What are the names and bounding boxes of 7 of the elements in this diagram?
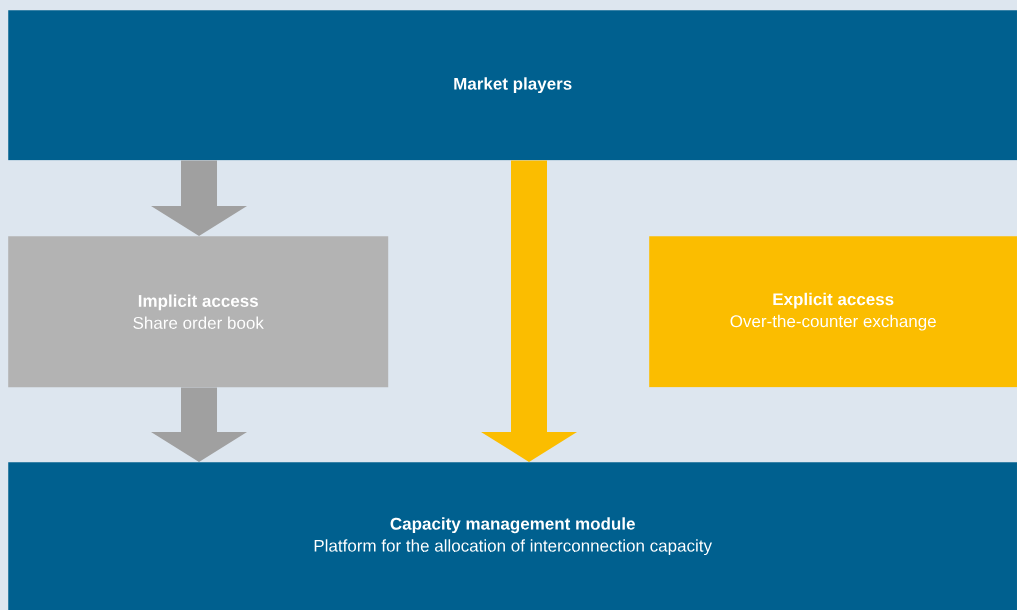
block-arrow xyxy=(481,160,577,462)
access-box: Implicit access Share order book xyxy=(8,236,389,388)
block-arrow xyxy=(151,160,247,236)
footer-band: Capacity management module Platform for the allocation of interconnection capacity xyxy=(8,462,1017,610)
header-band: Market players xyxy=(8,10,1017,161)
block-arrow xyxy=(151,387,247,462)
access-box: Explicit access Over-the-counter exchange xyxy=(649,236,1017,388)
